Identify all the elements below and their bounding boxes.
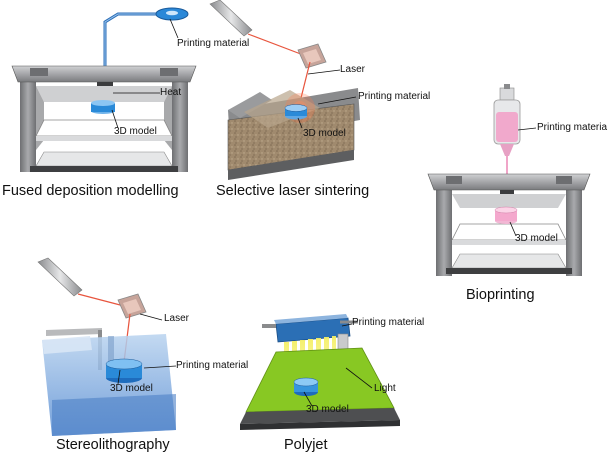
bio-caption: Bioprinting bbox=[466, 287, 535, 303]
sls-material-label: Printing material bbox=[358, 91, 431, 102]
poly-caption: Polyjet bbox=[284, 437, 328, 453]
bio-printer bbox=[427, 84, 591, 276]
sla-printer bbox=[37, 257, 177, 436]
bio-top-bar bbox=[427, 173, 591, 191]
sls-laser-label: Laser bbox=[340, 64, 366, 75]
poly-material-label: Printing material bbox=[352, 317, 425, 328]
poly-light-label: Light bbox=[374, 383, 396, 394]
sls-caption: Selective laser sintering bbox=[216, 183, 370, 199]
fdm-3d-model bbox=[91, 103, 115, 112]
polyjet-printer bbox=[240, 314, 400, 430]
sls-model-label: 3D model bbox=[303, 128, 346, 139]
fdm-material-label: Printing material bbox=[177, 38, 250, 49]
fdm-caption: Fused deposition modelling bbox=[2, 183, 179, 199]
fdm-top-bar bbox=[11, 65, 197, 83]
sls-laser-head bbox=[209, 0, 253, 37]
fdm-heat-label: Heat bbox=[160, 87, 182, 98]
sla-laser-beam-1 bbox=[77, 293, 125, 307]
sla-model-label: 3D model bbox=[110, 383, 153, 394]
bio-model-label: 3D model bbox=[515, 233, 558, 244]
sls-3d-model bbox=[285, 108, 307, 116]
poly-3d-model bbox=[294, 382, 318, 392]
poly-model-label: 3D model bbox=[306, 404, 349, 415]
bio-right-post bbox=[566, 186, 582, 276]
sls-laser-beam-1 bbox=[247, 33, 307, 57]
bio-material-label: Printing materia bbox=[537, 122, 608, 133]
sla-laser-label: Laser bbox=[164, 313, 190, 324]
sls-printer bbox=[209, 0, 360, 180]
bio-3d-model bbox=[495, 210, 517, 221]
fdm-printer bbox=[11, 7, 197, 172]
bio-left-post bbox=[436, 186, 452, 276]
fdm-filament-tube bbox=[103, 12, 160, 70]
sla-material-label: Printing material bbox=[176, 360, 249, 371]
poly-build-tray bbox=[245, 347, 395, 413]
fdm-model-label: 3D model bbox=[114, 126, 157, 137]
fdm-right-post bbox=[172, 80, 188, 172]
fdm-left-post bbox=[20, 80, 36, 172]
sla-caption: Stereolithography bbox=[56, 437, 170, 453]
sla-laser-head bbox=[37, 257, 83, 297]
